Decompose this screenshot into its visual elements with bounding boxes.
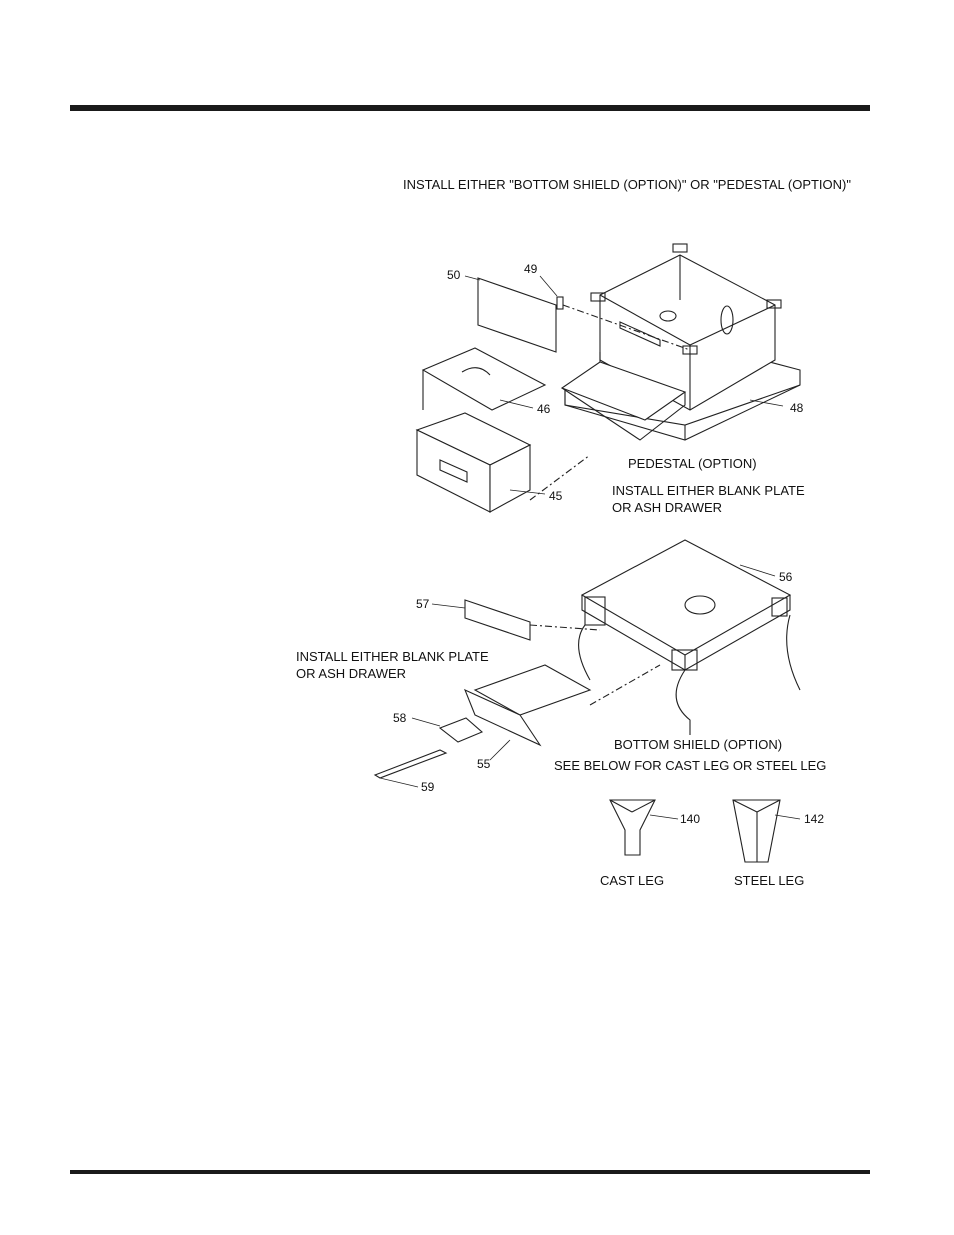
bottom-shield-note-line2: OR ASH DRAWER (296, 666, 407, 681)
cast-leg-label: CAST LEG (600, 873, 665, 888)
cast-leg-140 (609, 799, 656, 856)
part-number-56: 56 (779, 570, 793, 584)
tool-59 (373, 749, 448, 779)
pedestal-note-line2: OR ASH DRAWER (612, 500, 723, 515)
leader-lines (379, 275, 801, 820)
footer-rule (70, 1170, 870, 1174)
part-number-59: 59 (421, 780, 435, 794)
blank-plate-46-pedestal (560, 352, 687, 441)
ash-drawer-55 (463, 664, 592, 747)
part-number-45: 45 (549, 489, 563, 503)
header-rule (70, 105, 870, 111)
blank-plate-57 (464, 599, 531, 641)
bottom-shield-subtitle: SEE BELOW FOR CAST LEG OR STEEL LEG (554, 758, 827, 773)
part-number-55: 55 (477, 757, 491, 771)
baffle-46 (421, 347, 547, 411)
bottom-shield-note-line1: INSTALL EITHER BLANK PLATE (296, 649, 489, 664)
part-number-48: 48 (790, 401, 804, 415)
bottom-shield-legs (578, 614, 801, 735)
pedestal-box (590, 243, 782, 411)
steel-leg-label: STEEL LEG (734, 873, 805, 888)
part-number-46: 46 (537, 402, 551, 416)
part-number-50: 50 (447, 268, 461, 282)
bracket-49 (556, 296, 564, 310)
part-number-140: 140 (680, 812, 701, 826)
bottom-shield-56 (580, 539, 792, 671)
panel-50 (477, 277, 557, 353)
part-number-49: 49 (524, 262, 538, 276)
steel-leg-142 (732, 799, 781, 863)
part-number-57: 57 (416, 597, 430, 611)
handle-58 (438, 717, 484, 743)
ash-drawer-45 (415, 412, 532, 513)
pedestal-note-line1: INSTALL EITHER BLANK PLATE (612, 483, 805, 498)
pedestal-title: PEDESTAL (OPTION) (628, 456, 757, 471)
part-number-58: 58 (393, 711, 407, 725)
bottom-shield-title: BOTTOM SHIELD (OPTION) (614, 737, 783, 752)
part-number-142: 142 (804, 812, 825, 826)
install-note: INSTALL EITHER "BOTTOM SHIELD (OPTION)" … (403, 177, 851, 192)
